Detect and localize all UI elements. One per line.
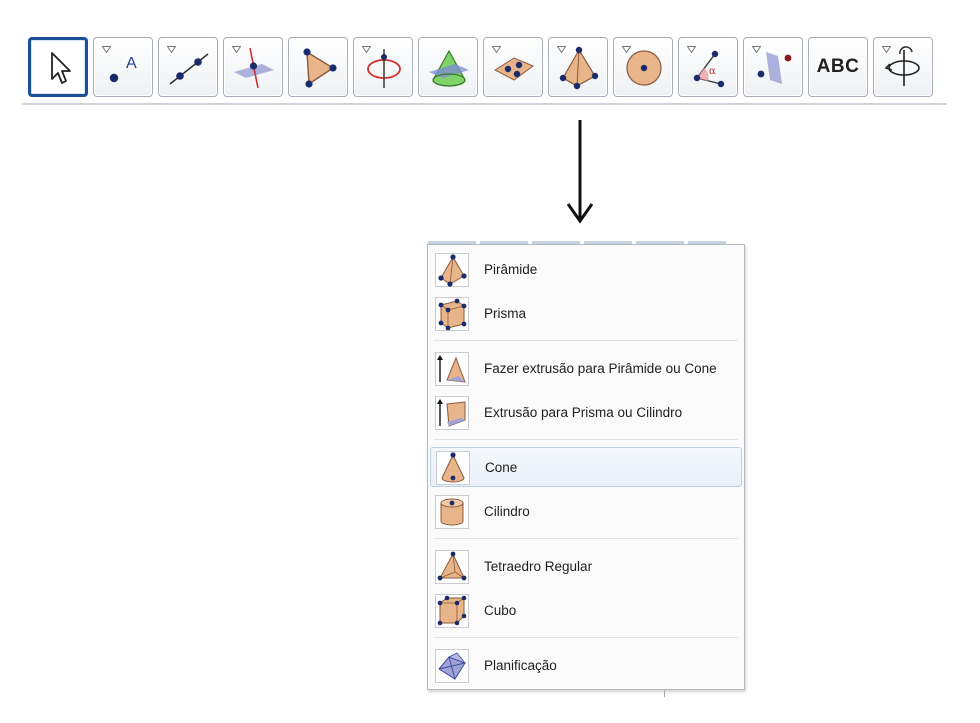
menu-item-label: Cilindro — [484, 504, 530, 519]
triangle-polygon-icon — [303, 48, 337, 88]
menu-item-label: Extrusão para Prisma ou Cilindro — [484, 405, 683, 420]
menu-item-cylinder[interactable]: Cilindro — [430, 492, 742, 532]
toolbar-divider — [22, 103, 947, 105]
dropdown-triangle-icon — [362, 46, 371, 53]
line-through-points-icon — [169, 53, 209, 85]
menu-separator — [434, 439, 738, 440]
menu-item-regular-tetrahedron[interactable]: Tetraedro Regular — [430, 547, 742, 587]
dropdown-triangle-icon — [557, 46, 566, 53]
prism-icon — [435, 297, 469, 331]
perpendicular-line-icon — [234, 47, 274, 89]
reflect-about-plane-icon — [757, 52, 792, 84]
menu-item-net[interactable]: Planificação — [430, 646, 742, 686]
dropdown-triangle-icon — [102, 46, 111, 53]
menu-item-extrude-pyramid-cone[interactable]: Fazer extrusão para Pirâmide ou Cone — [430, 349, 742, 389]
point-a-icon: A — [109, 55, 137, 83]
menu-item-label: Planificação — [484, 658, 557, 673]
menu-item-prism[interactable]: Prisma — [430, 294, 742, 334]
down-arrow-icon — [566, 120, 594, 224]
polygon-tool-button[interactable] — [288, 37, 348, 97]
pyramid-icon — [435, 253, 469, 287]
sphere-tool-button[interactable] — [613, 37, 673, 97]
tetrahedron-icon — [435, 550, 469, 584]
background-gridline-tick — [664, 690, 665, 697]
menu-item-cone[interactable]: Cone — [430, 447, 742, 487]
dropdown-triangle-icon — [752, 46, 761, 53]
extrude-pyramid-icon — [435, 352, 469, 386]
text-abc-icon: ABC — [816, 56, 860, 77]
circle-axis-tool-button[interactable] — [353, 37, 413, 97]
line-tool-button[interactable] — [158, 37, 218, 97]
menu-item-label: Fazer extrusão para Pirâmide ou Cone — [484, 361, 717, 376]
rotate-view-icon — [884, 46, 920, 86]
plane-through-points-tool-button[interactable] — [483, 37, 543, 97]
menu-separator — [434, 538, 738, 539]
menu-item-pyramid[interactable]: Pirâmide — [430, 250, 742, 290]
move-tool-button[interactable] — [28, 37, 88, 97]
angle-tool-button[interactable]: α — [678, 37, 738, 97]
menu-item-cube[interactable]: Cubo — [430, 591, 742, 631]
point-label-text: A — [126, 55, 137, 72]
cylinder-icon — [435, 495, 469, 529]
angle-alpha-icon: α — [693, 50, 725, 88]
menu-header-strip — [428, 241, 726, 244]
angle-label-text: α — [709, 66, 716, 77]
menu-separator — [434, 340, 738, 341]
dropdown-triangle-icon — [232, 46, 241, 53]
extrude-prism-icon — [435, 396, 469, 430]
pyramid-icon — [559, 46, 599, 90]
cone-intersect-icon — [429, 49, 469, 87]
rotate-view-tool-button[interactable] — [873, 37, 933, 97]
cone-icon — [436, 451, 470, 485]
net-unfold-icon — [435, 649, 469, 683]
point-tool-button[interactable]: A — [93, 37, 153, 97]
menu-item-label: Cubo — [484, 603, 517, 618]
menu-item-label: Prisma — [484, 306, 527, 321]
menu-separator — [434, 637, 738, 638]
perpendicular-line-tool-button[interactable] — [223, 37, 283, 97]
menu-item-extrude-prism-cylinder[interactable]: Extrusão para Prisma ou Cilindro — [430, 393, 742, 433]
dropdown-triangle-icon — [687, 46, 696, 53]
menu-item-label: Pirâmide — [484, 262, 538, 277]
text-tool-button[interactable]: ABC — [808, 37, 868, 97]
reflect-tool-button[interactable] — [743, 37, 803, 97]
dropdown-triangle-icon — [167, 46, 176, 53]
dropdown-triangle-icon — [882, 46, 891, 53]
solids-dropdown-menu: Pirâmide Prisma Fazer extrusão para Pirâ… — [427, 241, 745, 690]
dropdown-triangle-icon — [492, 46, 501, 53]
plane-points-icon — [494, 57, 535, 81]
cube-icon — [435, 594, 469, 628]
circle-around-axis-icon — [367, 49, 401, 88]
cursor-arrow-icon — [51, 52, 71, 84]
menu-item-label: Cone — [485, 460, 518, 475]
intersect-surfaces-tool-button[interactable] — [418, 37, 478, 97]
toolbar: A — [22, 33, 947, 105]
sphere-icon — [626, 50, 662, 86]
menu-item-label: Tetraedro Regular — [484, 559, 593, 574]
dropdown-triangle-icon — [622, 46, 631, 53]
pyramid-tool-button[interactable] — [548, 37, 608, 97]
